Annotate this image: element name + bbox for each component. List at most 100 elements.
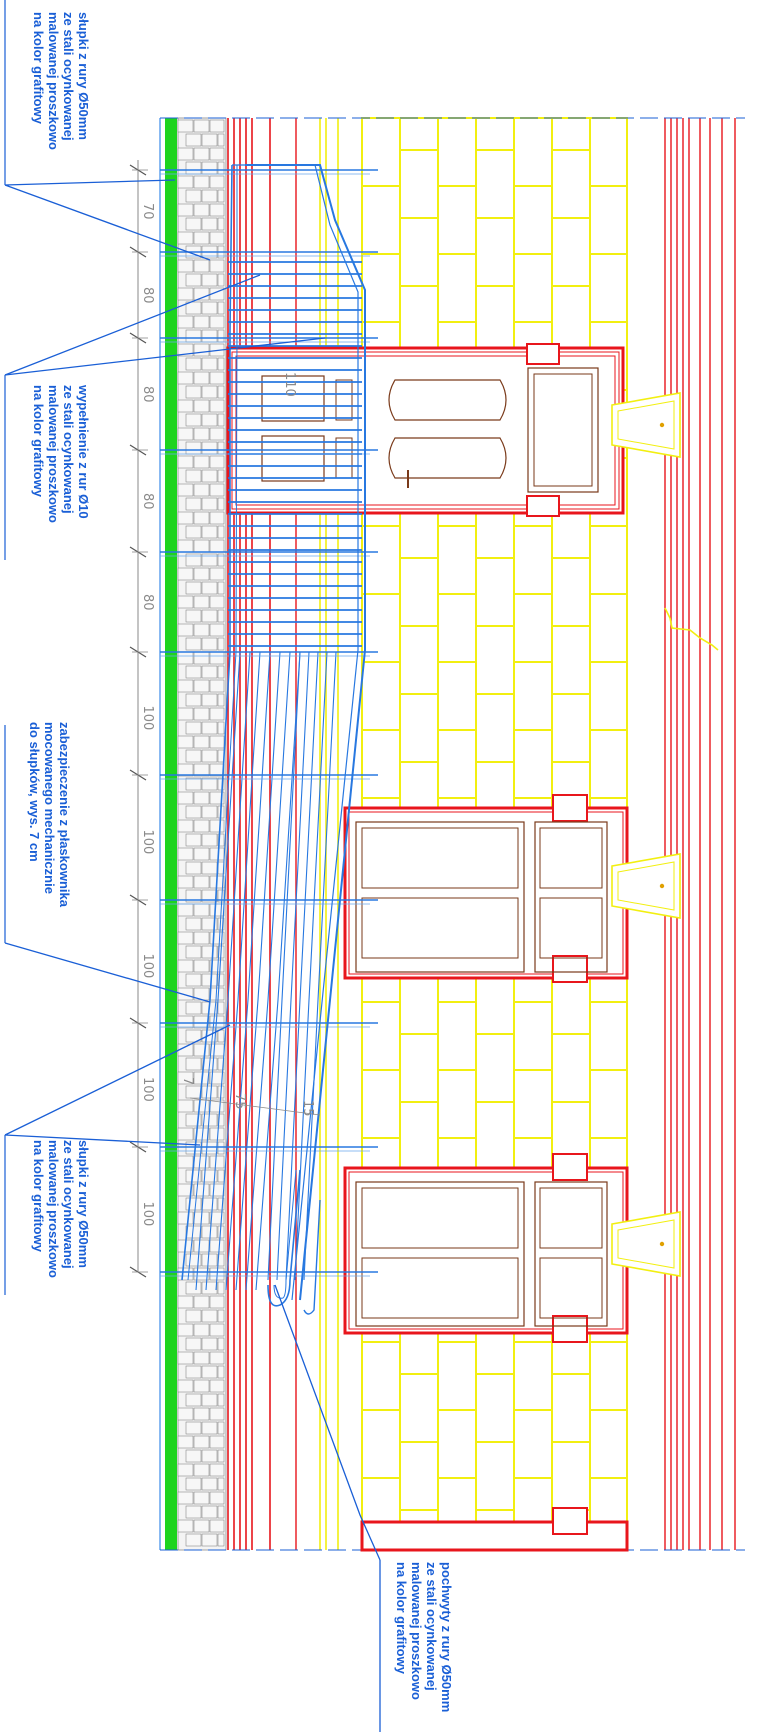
paving-block: [217, 301, 225, 315]
paving-block: [177, 623, 194, 637]
paving-block: [201, 133, 218, 147]
inner-dimensions: 110 7 75 15: [180, 372, 321, 1117]
paving-block: [177, 427, 194, 441]
paving-block: [193, 567, 210, 581]
paving-block: [201, 1141, 218, 1155]
note-infill-line3: malowanej proszkowo: [46, 385, 61, 523]
paving-block: [217, 973, 225, 987]
paving-block: [201, 665, 218, 679]
paving-block: [201, 469, 218, 483]
paving-block: [217, 1169, 225, 1183]
paving-block: [201, 441, 218, 455]
paving-block: [193, 539, 210, 553]
paving-block: [201, 1309, 218, 1323]
paving-block: [217, 1393, 225, 1407]
paving-block: [193, 511, 210, 525]
paving-block: [201, 1393, 218, 1407]
note-posts-bottom-line2: ze stali ocynkowanej: [61, 1140, 76, 1269]
paving-block: [201, 1505, 218, 1519]
paving-block: [201, 301, 218, 315]
paving-block: [185, 1197, 202, 1211]
paving-block: [217, 721, 225, 735]
dimension-label-70: 70: [140, 203, 155, 220]
paving-block: [185, 805, 202, 819]
paving-block: [193, 1407, 210, 1421]
opening-bottom: [343, 1153, 629, 1343]
paving-block: [209, 1351, 225, 1365]
paving-block: [193, 315, 210, 329]
paving-block: [185, 861, 202, 875]
paving-block: [209, 735, 225, 749]
paving-block: [209, 1155, 225, 1169]
paving-block: [209, 315, 225, 329]
paving-block: [209, 1435, 225, 1449]
paving-block: [185, 749, 202, 763]
paving-block: [201, 581, 218, 595]
paving-block: [209, 119, 225, 133]
paving-block: [177, 1519, 194, 1533]
paving-block: [193, 1491, 210, 1505]
paving-block: [201, 805, 218, 819]
paving-block: [201, 1085, 218, 1099]
paving-block: [217, 833, 225, 847]
paving-block: [177, 147, 194, 161]
note-handrail-line4: na kolor grafitowy: [394, 1562, 409, 1675]
paving-block: [193, 175, 210, 189]
paving-block: [209, 427, 225, 441]
paving-block: [201, 1449, 218, 1463]
paving-block: [209, 707, 225, 721]
paving-block: [201, 385, 218, 399]
paving-block: [177, 791, 194, 805]
paving-block: [201, 1197, 218, 1211]
note-posts-bottom-line1: słupki z rury Ø50mm: [76, 1140, 91, 1268]
red-bands-right: [664, 118, 736, 1550]
paving-block: [217, 273, 225, 287]
dimension-label-100: 100: [140, 1202, 155, 1227]
paving-block: [177, 259, 194, 273]
note-posts-top-line1: słupki z rury Ø50mm: [76, 12, 91, 140]
paving-block: [201, 833, 218, 847]
paving-block: [209, 1183, 225, 1197]
paving-block: [193, 119, 210, 133]
note-handrail-line2: ze stali ocynkowanej: [424, 1562, 439, 1691]
stair-railing: [160, 164, 378, 1315]
paving-block: [177, 399, 194, 413]
dimension-label-100: 100: [140, 1077, 155, 1102]
paving-block: [177, 819, 194, 833]
paving-block: [185, 609, 202, 623]
paving-block: [201, 189, 218, 203]
paving-block: [177, 707, 194, 721]
paving-block: [217, 1057, 225, 1071]
paving-block: [201, 413, 218, 427]
infill-bars: [195, 261, 362, 1291]
paving-block: [217, 329, 225, 343]
paving-block: [217, 1533, 225, 1547]
paving-block: [177, 287, 194, 301]
paving-block: [217, 133, 225, 147]
paving-block: [177, 651, 194, 665]
paving-block: [217, 581, 225, 595]
keystone-inner: [617, 861, 675, 911]
note-guard-line1: zabezpieczenie z płaskownika: [57, 722, 72, 908]
paving-block: [177, 1379, 194, 1393]
paving-block: [201, 329, 218, 343]
paving-block: [185, 133, 202, 147]
paving-block: [193, 707, 210, 721]
paving-block: [193, 679, 210, 693]
dimension-label-100: 100: [140, 954, 155, 979]
opening-partial: [360, 1507, 629, 1552]
paving-block: [177, 203, 194, 217]
paving-block: [177, 987, 194, 1001]
paving-block: [193, 1435, 210, 1449]
paving-block: [185, 973, 202, 987]
paving-block: [209, 203, 225, 217]
paving-block: [185, 385, 202, 399]
paving-block: [193, 931, 210, 945]
paving-block: [217, 385, 225, 399]
paving-block: [217, 1477, 225, 1491]
note-posts-top-line4: na kolor grafitowy: [31, 12, 46, 125]
paving-block: [185, 441, 202, 455]
paving-block: [209, 651, 225, 665]
paving-block: [201, 889, 218, 903]
